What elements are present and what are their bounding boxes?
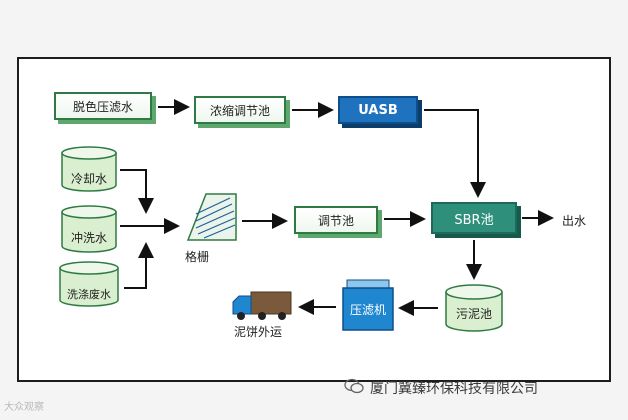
node-concentrate-tank-label: 浓缩调节池 [209,103,270,118]
flow-arrows [120,99,554,316]
node-uasb: UASB [338,96,418,124]
node-uasb-label: UASB [358,102,398,118]
node-sbr-tank: SBR池 [431,202,517,234]
tank-washing-waste-water-label: 洗涤废水 [67,287,111,301]
tank-rinse-water: 冲洗水 [61,205,117,253]
truck-icon [232,291,292,320]
node-sbr-tank-label: SBR池 [454,212,494,228]
tank-washing-waste-water: 洗涤废水 [59,261,119,307]
watermark-left: 大众观察 [4,402,44,413]
arrow-uasb-to-sbr [424,109,486,198]
filter-press-machine: 压滤机 [342,279,394,331]
node-screen-label: 格栅 [185,250,210,264]
node-regulating-tank-label: 调节池 [317,213,354,228]
company-watermark: 厦门冀臻环保科技有限公司 [344,378,538,398]
node-concentrate-tank: 浓缩调节池 [194,96,286,124]
wechat-icon [344,378,364,398]
arrow-washing-waste [124,242,154,289]
node-sludge-cake: 泥饼外运 [234,325,283,339]
tank-cooling-water: 冷却水 [61,146,117,192]
tank-cooling-water-label: 冷却水 [71,172,107,186]
node-dewatering-water-label: 脱色压滤水 [72,99,133,114]
tank-sludge: 污泥池 [445,284,503,332]
node-regulating-tank: 调节池 [294,206,378,234]
arrow-cooling-water [120,169,154,214]
company-name: 厦门冀臻环保科技有限公司 [370,381,538,397]
node-dewatering-water: 脱色压滤水 [54,92,152,120]
screen-grille [186,193,237,241]
tank-rinse-water-label: 冲洗水 [71,230,107,245]
tank-sludge-label: 污泥池 [456,307,492,321]
node-effluent: 出水 [562,214,587,228]
filter-press-label: 压滤机 [350,303,386,317]
